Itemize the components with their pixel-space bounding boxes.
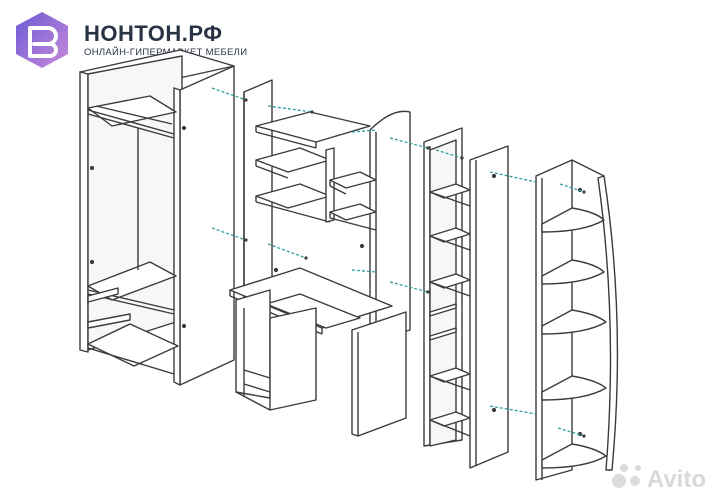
assembly-connectors <box>211 87 585 437</box>
bookcase-drawing <box>423 127 509 469</box>
wardrobe-drawing <box>79 49 235 386</box>
brand-name: НОНТОН.РФ <box>84 21 223 46</box>
desk-drawing <box>229 79 411 437</box>
corner-shelf-drawing <box>535 159 619 481</box>
brand-logo-icon <box>16 12 68 68</box>
avito-dots-icon <box>612 464 641 488</box>
avito-watermark: Avito <box>646 466 706 493</box>
